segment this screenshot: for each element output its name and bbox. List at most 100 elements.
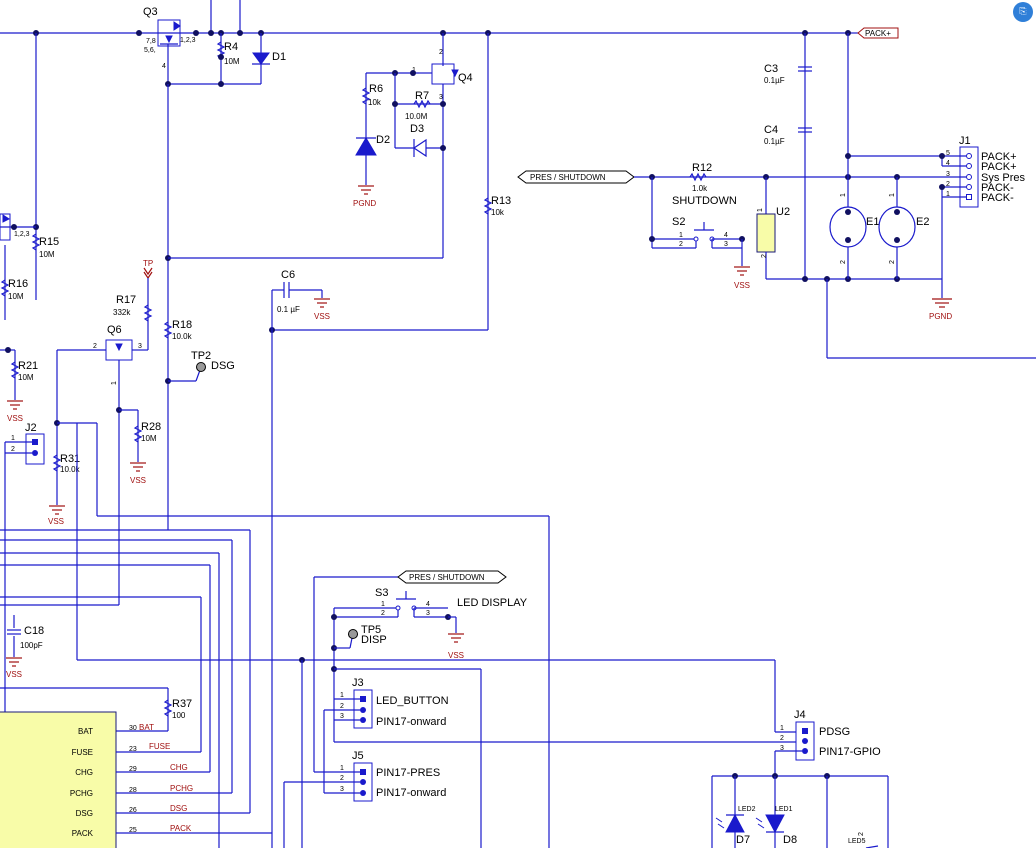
- u2-pin2: 2: [761, 254, 768, 258]
- e2-p2: 2: [889, 260, 896, 264]
- q4-pin3: 3: [439, 94, 443, 101]
- d8-ref: D8: [783, 834, 797, 846]
- vss-r28: VSS: [130, 462, 146, 485]
- d2-diode: D2: [355, 134, 390, 156]
- d1-ref: D1: [272, 51, 286, 63]
- j2-p2: 2: [11, 446, 15, 453]
- r18-ref: R18: [172, 319, 192, 331]
- c6-capacitor: C6 0.1 µF: [271, 269, 323, 848]
- tp-label: TP: [143, 259, 153, 268]
- j5-label-3: PIN17-onward: [376, 787, 446, 799]
- r7-resistor: R7 10.0M: [392, 73, 446, 148]
- vss-label-c18: VSS: [6, 670, 22, 679]
- q4-pin2: 2: [439, 49, 443, 56]
- s2-switch: SHUTDOWN S2 1 2 4 3: [649, 177, 745, 266]
- s3-switch: S3 LED DISPLAY 1 2 4 3: [334, 587, 528, 633]
- u2-ref: U2: [776, 206, 790, 218]
- c3-capacitor: C3 0.1µF: [764, 33, 812, 279]
- r37-ref: R37: [172, 698, 192, 710]
- d8-led-label: LED1: [775, 806, 793, 813]
- c18-capacitor: C18 100pF: [7, 615, 44, 657]
- u2-pin1: 1: [757, 208, 764, 212]
- j3-label-1: LED_BUTTON: [376, 695, 449, 707]
- d7-led: LED2 D7: [715, 776, 756, 848]
- app-badge-icon[interactable]: ⎘: [1013, 2, 1033, 22]
- left-mosfet-partial: 1,2,3: [0, 213, 36, 241]
- r21-resistor: R21 10M: [0, 347, 38, 400]
- j3-connector: J3 1 2 3 LED_BUTTON PIN17-onward: [323, 677, 449, 793]
- led5-partial: LED5 2: [848, 832, 879, 848]
- vss-label-r31: VSS: [48, 517, 64, 526]
- ic-net-pack: PACK: [170, 824, 192, 833]
- vss-label-s3: VSS: [448, 651, 464, 660]
- s2-p2: 2: [679, 241, 683, 248]
- vss-c18: VSS: [6, 657, 22, 679]
- c4-value: 0.1µF: [764, 137, 785, 146]
- d1-diode: D1: [252, 33, 286, 84]
- vss-label-r28: VSS: [130, 476, 146, 485]
- vss-label-c6: VSS: [314, 312, 330, 321]
- j1-pin-2: 2: [946, 181, 950, 188]
- j1-label-3: Sys Pres: [981, 172, 1026, 184]
- j1-connector: J1 5 4 3 2 1 PACK+ PACK+ Sys Pres PACK- …: [845, 135, 1026, 279]
- d7-led-label: LED2: [738, 806, 756, 813]
- c18-value: 100pF: [20, 641, 43, 650]
- q4-ref: Q4: [458, 72, 473, 84]
- ic-net-fuse: FUSE: [149, 742, 170, 751]
- j1-label-1: PACK-: [981, 192, 1014, 204]
- s2-p1: 1: [679, 232, 683, 239]
- j2-p1: 1: [11, 435, 15, 442]
- r12-value: 1.0k: [692, 184, 708, 193]
- pgnd-label-2: PGND: [929, 312, 952, 321]
- e1-p2: 2: [840, 260, 847, 264]
- r31-resistor: R31 10.0k: [52, 453, 81, 474]
- j1-pin-5: 5: [946, 150, 950, 157]
- pgnd-d2: PGND: [353, 185, 376, 208]
- ic-net-dsg: DSG: [170, 804, 187, 813]
- q3-mosfet: Q3 7,8 5,6, 1,2,3 4: [143, 6, 196, 84]
- r28-resistor: R28 10M: [133, 410, 161, 462]
- j3-pin-2: 2: [340, 703, 344, 710]
- r15-resistor: R15 10M: [31, 33, 59, 300]
- r4-value: 10M: [224, 57, 240, 66]
- ic-pin-pchg-name: PCHG: [70, 789, 93, 798]
- e1-p1: 1: [840, 193, 847, 197]
- q3-ref: Q3: [143, 6, 158, 18]
- s3-p3: 3: [426, 610, 430, 617]
- r15-value: 10M: [39, 250, 55, 259]
- ic-pin-chg-name: CHG: [75, 768, 93, 777]
- vss-s2: VSS: [734, 266, 750, 290]
- q3-pins-a: 7,8: [146, 38, 156, 45]
- j1-pin-3: 3: [946, 171, 950, 178]
- vss-s3: VSS: [448, 633, 464, 660]
- c4-ref: C4: [764, 124, 778, 136]
- d7-ref: D7: [736, 834, 750, 846]
- r31-ref: R31: [60, 453, 80, 465]
- tp5-name: DISP: [361, 634, 387, 646]
- r17-ref: R17: [116, 294, 136, 306]
- j3-pin-1: 1: [340, 692, 344, 699]
- j5-label-1: PIN17-PRES: [376, 767, 440, 779]
- s2-p3: 3: [724, 241, 728, 248]
- q6-pin1: 1: [111, 381, 118, 385]
- d3-ref: D3: [410, 123, 424, 135]
- q3-pins-c: 1,2,3: [180, 37, 196, 44]
- q6-pin3: 3: [138, 343, 142, 350]
- q3-pin-g: 4: [162, 63, 166, 70]
- r6-ref: R6: [369, 83, 383, 95]
- r13-ref: R13: [491, 195, 511, 207]
- vss-r31: VSS: [48, 505, 65, 526]
- r16-value: 10M: [8, 292, 24, 301]
- r17-resistor: R17 332k: [113, 278, 153, 350]
- s3-name: LED DISPLAY: [457, 597, 528, 609]
- pres-shutdown-label: PRES / SHUTDOWN: [530, 173, 606, 182]
- c6-ref: C6: [281, 269, 295, 281]
- j1-label-5: PACK+: [981, 151, 1017, 163]
- j4-pin-2: 2: [780, 735, 784, 742]
- vss-label-s2: VSS: [734, 281, 750, 290]
- ic-net-chg: CHG: [170, 763, 188, 772]
- j5-pin-1: 1: [340, 765, 344, 772]
- ic-pin-dsg-num: 26: [129, 807, 137, 814]
- ic-pin-fuse-num: 23: [129, 746, 137, 753]
